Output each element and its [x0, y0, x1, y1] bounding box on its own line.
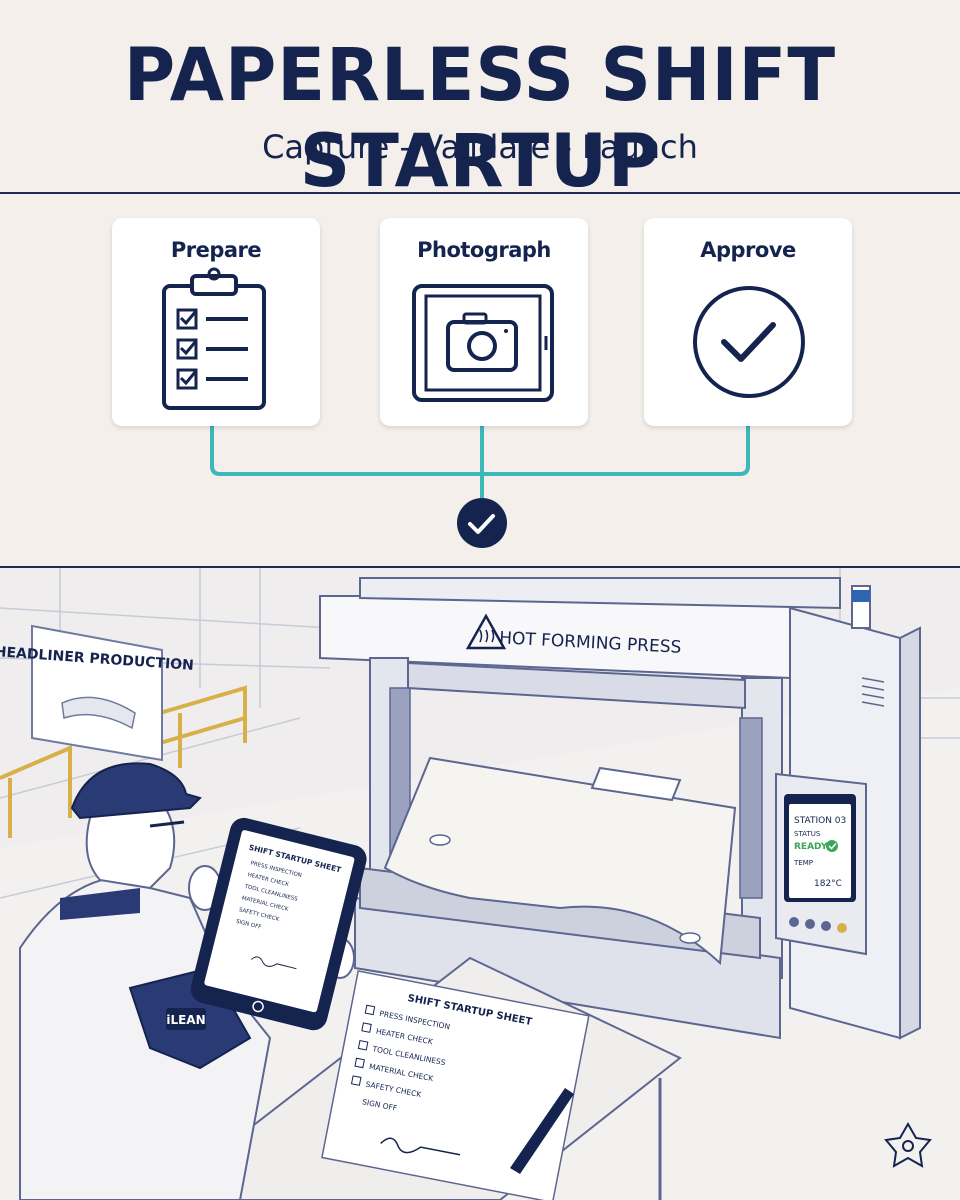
step-card-approve: Approve — [644, 218, 852, 426]
page-subtitle: Capture - Validate - Launch — [262, 128, 698, 166]
brand-logo — [884, 1121, 932, 1168]
step-label-approve: Approve — [700, 238, 796, 262]
status-ok-icon — [826, 840, 838, 852]
station-name: STATION 03 — [794, 816, 846, 826]
tablet-device: SHIFT STARTUP SHEET PRESS INSPECTION HEA… — [190, 817, 367, 1031]
status-value: READY — [794, 842, 828, 852]
step-label-photograph: Photograph — [417, 238, 551, 262]
tablet-camera-icon — [412, 284, 554, 402]
factory-scene: HEADLINER PRODUCTION HOT FORMING PRESS — [0, 568, 960, 1200]
step-card-prepare: Prepare — [112, 218, 320, 426]
paper-checklist: SHIFT STARTUP SHEET PRESS INSPECTION HEA… — [321, 970, 590, 1200]
status-label: STATUS — [794, 830, 821, 838]
temp-value: 182°C — [814, 879, 842, 889]
station-panel: STATION 03 STATUS READY TEMP 182°C — [775, 772, 867, 956]
zone-sign: HEADLINER PRODUCTION — [0, 624, 194, 762]
pen-icon — [510, 1088, 574, 1174]
header: PAPERLESS SHIFT STARTUP Capture - Valida… — [0, 0, 960, 204]
page-title: PAPERLESS SHIFT STARTUP — [123, 31, 837, 205]
check-badge-icon — [457, 498, 507, 548]
hot-forming-press: HOT FORMING PRESS — [319, 577, 921, 1040]
clipboard-checklist-icon — [162, 267, 266, 410]
circle-check-icon — [693, 286, 805, 398]
step-label-prepare: Prepare — [170, 238, 262, 262]
sleeve-badge-text: iLEAN — [166, 1013, 205, 1027]
flow-connectors — [210, 426, 750, 548]
process-flow: Prepare Photograph Approv — [0, 194, 960, 568]
temp-label: TEMP — [793, 859, 813, 867]
sleeve-badge — [166, 1008, 206, 1030]
step-card-photograph: Photograph — [380, 218, 588, 426]
cap — [70, 762, 202, 820]
